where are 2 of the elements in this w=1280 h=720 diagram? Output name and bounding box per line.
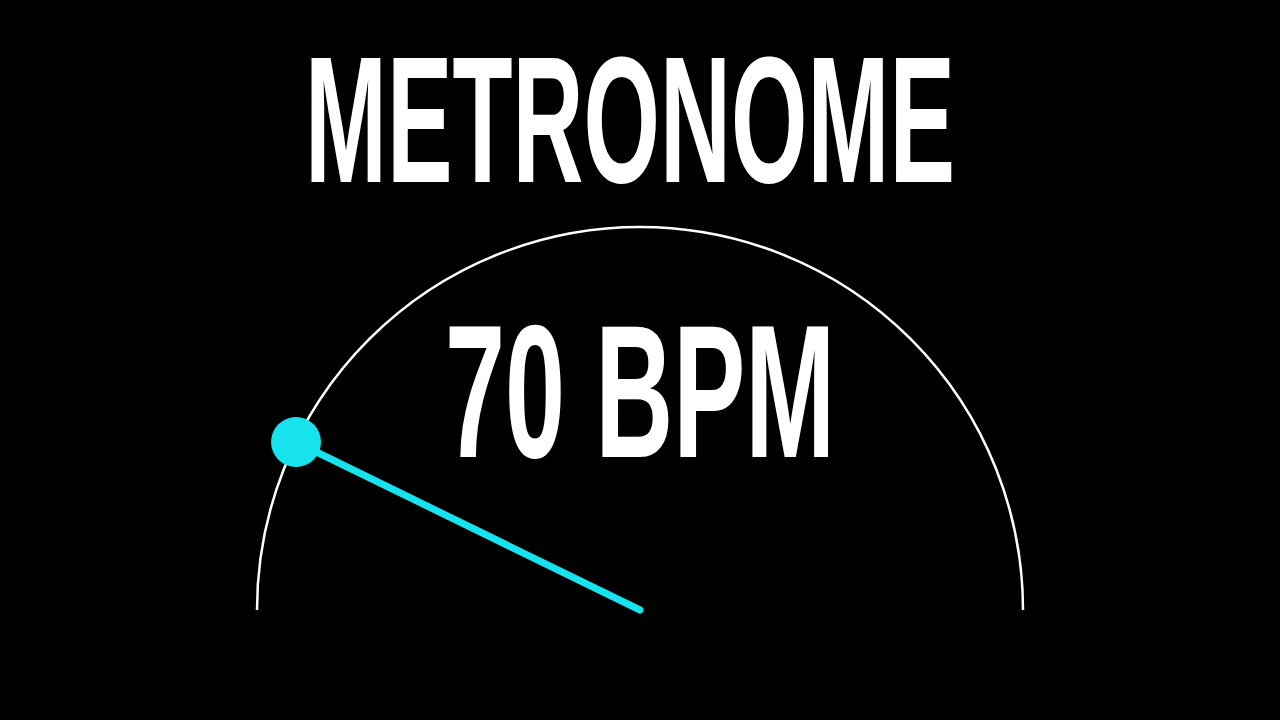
tempo-label: 70 BPM [445, 296, 836, 486]
title: METRONOME [305, 30, 955, 210]
